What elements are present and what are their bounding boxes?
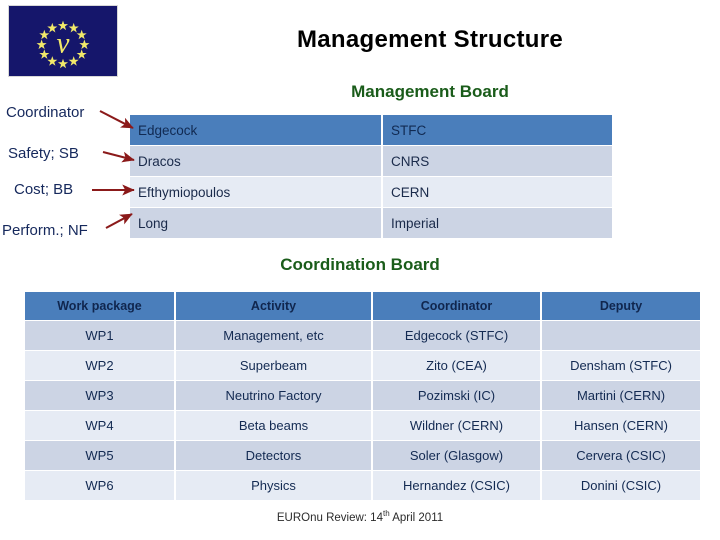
table-row: Edgecock STFC <box>130 115 612 146</box>
cell-coordinator: Pozimski (IC) <box>372 380 542 411</box>
table-row: WP4 Beta beams Wildner (CERN) Hansen (CE… <box>25 410 700 441</box>
coordination-board-table: Work package Activity Coordinator Deputy… <box>25 292 700 501</box>
cell-coordinator: Soler (Glasgow) <box>372 440 542 471</box>
cell-deputy: Densham (STFC) <box>541 350 700 381</box>
eu-flag-svg: ν <box>9 6 117 76</box>
table-header-row: Work package Activity Coordinator Deputy <box>25 292 700 321</box>
cell-activity: Superbeam <box>175 350 373 381</box>
cell-work-package: WP6 <box>25 470 176 501</box>
slide-footer: EUROnu Review: 14th April 2011 <box>0 509 720 524</box>
role-label-cost: Cost; BB <box>14 181 74 198</box>
cell-activity: Detectors <box>175 440 373 471</box>
cell-activity: Neutrino Factory <box>175 380 373 411</box>
role-label-safety: Safety; SB <box>8 145 79 162</box>
cell-deputy: Martini (CERN) <box>541 380 700 411</box>
star-ring <box>36 20 90 69</box>
cell-deputy: Cervera (CSIC) <box>541 440 700 471</box>
euronu-eu-flag-logo: ν <box>8 5 118 77</box>
table-row: Efthymiopoulos CERN <box>130 176 612 208</box>
table-row: Long Imperial <box>130 207 612 239</box>
mb-member-name: Long <box>130 207 382 239</box>
cell-work-package: WP5 <box>25 440 176 471</box>
table-row: Dracos CNRS <box>130 145 612 177</box>
table-row: WP1 Management, etc Edgecock (STFC) <box>25 320 700 351</box>
column-header-activity: Activity <box>175 292 373 321</box>
page-title: Management Structure <box>296 26 564 53</box>
cell-activity: Physics <box>175 470 373 501</box>
management-board-heading: Management Board <box>351 82 509 101</box>
cell-activity: Management, etc <box>175 320 373 351</box>
mb-member-name: Dracos <box>130 145 382 177</box>
arrow-coordinator <box>99 110 134 129</box>
cell-coordinator: Zito (CEA) <box>372 350 542 381</box>
footer-text-lead: EUROnu Review: 14 <box>276 511 383 524</box>
column-header-deputy: Deputy <box>541 292 700 321</box>
cell-work-package: WP4 <box>25 410 176 441</box>
cell-coordinator: Edgecock (STFC) <box>372 320 542 351</box>
nu-symbol: ν <box>57 28 70 60</box>
cell-coordinator: Wildner (CERN) <box>372 410 542 441</box>
management-board-table: Edgecock STFC Dracos CNRS Efthymiopoulos… <box>130 115 612 239</box>
footer-text-tail: April 2011 <box>389 511 444 524</box>
footer-ordinal-suffix: th <box>382 509 390 518</box>
cell-work-package: WP3 <box>25 380 176 411</box>
mb-member-org: Imperial <box>381 207 612 239</box>
mb-member-org: STFC <box>381 115 612 146</box>
table-row: WP2 Superbeam Zito (CEA) Densham (STFC) <box>25 350 700 381</box>
mb-member-name: Efthymiopoulos <box>130 176 382 208</box>
role-label-coordinator: Coordinator <box>6 104 85 121</box>
column-header-work-package: Work package <box>25 292 176 321</box>
table-row: WP6 Physics Hernandez (CSIC) Donini (CSI… <box>25 470 700 501</box>
mb-member-name: Edgecock <box>130 115 382 146</box>
table-row: WP3 Neutrino Factory Pozimski (IC) Marti… <box>25 380 700 411</box>
mb-member-org: CNRS <box>381 145 612 177</box>
role-label-performance: Perform.; NF <box>2 222 88 239</box>
cell-deputy <box>541 320 700 351</box>
cell-coordinator: Hernandez (CSIC) <box>372 470 542 501</box>
coordination-board-heading: Coordination Board <box>280 255 440 274</box>
cell-deputy: Donini (CSIC) <box>541 470 700 501</box>
cell-work-package: WP2 <box>25 350 176 381</box>
table-row: WP5 Detectors Soler (Glasgow) Cervera (C… <box>25 440 700 471</box>
column-header-coordinator: Coordinator <box>372 292 542 321</box>
mb-member-org: CERN <box>381 176 612 208</box>
cell-deputy: Hansen (CERN) <box>541 410 700 441</box>
cell-activity: Beta beams <box>175 410 373 441</box>
cell-work-package: WP1 <box>25 320 176 351</box>
arrow-performance <box>105 213 133 229</box>
